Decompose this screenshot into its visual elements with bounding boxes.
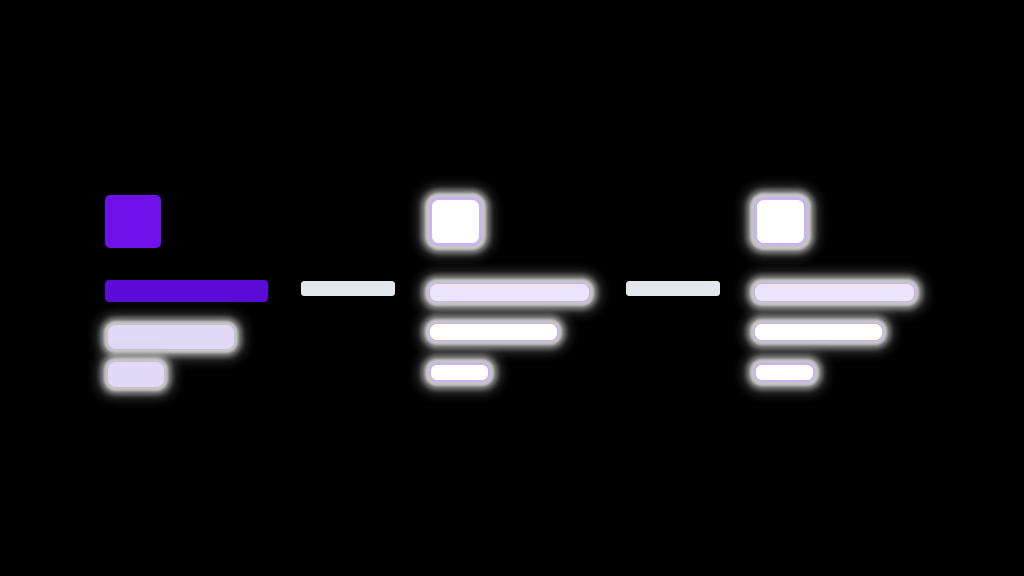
title-bar-solid <box>105 280 268 302</box>
connector-line-1 <box>301 281 395 296</box>
text-bar-light-short <box>108 362 164 387</box>
title-bar-outline <box>429 283 590 302</box>
text-bar-outline-short <box>429 363 490 382</box>
text-bar-outline <box>754 323 883 341</box>
text-bar-outline <box>429 323 558 341</box>
source-card <box>105 195 270 390</box>
linked-card-1 <box>429 197 594 387</box>
avatar-square-outline <box>429 197 482 246</box>
connector-line-2 <box>626 281 720 296</box>
linked-card-2 <box>754 197 919 387</box>
text-bar-light <box>108 325 234 349</box>
text-bar-outline-short <box>754 363 815 382</box>
avatar-square-outline <box>754 197 807 246</box>
title-bar-outline <box>754 283 915 302</box>
avatar-square-solid <box>105 195 161 248</box>
